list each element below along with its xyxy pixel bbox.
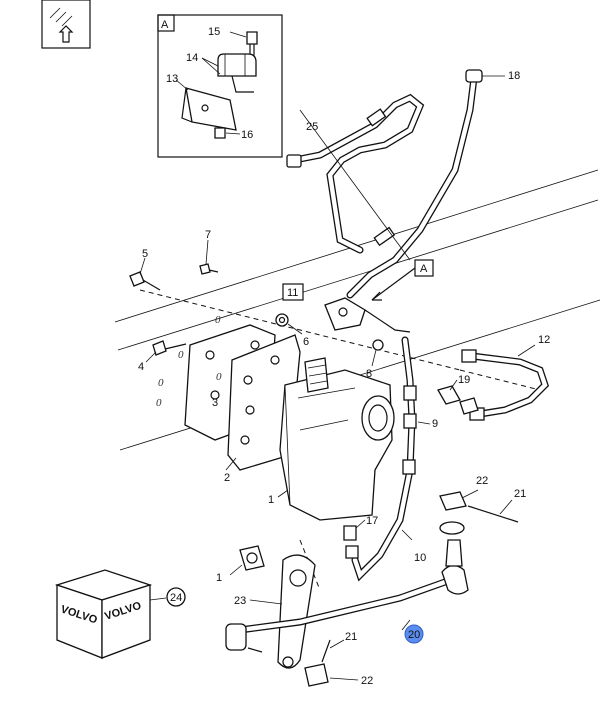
callout-9: 9 (432, 418, 438, 430)
callout-18: 18 (508, 70, 520, 82)
callout-4: 4 (138, 361, 144, 373)
lower-fasteners: 22 21 21 22 (304, 475, 526, 687)
callout-box-11 (282, 283, 304, 301)
callout-21a: 21 (514, 488, 526, 500)
fitting-19: 19 (437, 374, 479, 415)
callout-8: 8 (366, 368, 372, 380)
callout-3: 3 (212, 397, 218, 409)
pitman-arm: 1 23 (216, 545, 316, 669)
bracket-mark-3: 0 (158, 377, 164, 389)
callout-16: 16 (241, 129, 253, 141)
pipe-12: 12 (461, 334, 550, 421)
callout-25: 25 (306, 121, 318, 133)
callout-12: 12 (538, 334, 550, 346)
callout-2: 2 (224, 472, 230, 484)
inset-tag: A (161, 19, 169, 31)
callout-24: 24 (170, 592, 182, 604)
drag-link: 20 (225, 564, 469, 653)
detail-ref: A (420, 263, 428, 275)
callout-14: 14 (186, 52, 198, 64)
bracket-mark-5: 0 (216, 371, 222, 383)
callout-22a: 22 (476, 475, 488, 487)
callout-17: 17 (366, 515, 378, 527)
callout-20-highlight (404, 624, 424, 644)
bracket-mark-4: 0 (156, 397, 162, 409)
detail-inset: A 15 14 13 16 (157, 14, 283, 158)
pipe-clamp: 11 A (282, 259, 434, 333)
callout-5: 5 (142, 248, 148, 260)
callout-7: 7 (205, 229, 211, 241)
callout-21b: 21 (345, 631, 357, 643)
mounting-brackets: 2 3 0 0 0 0 0 (156, 314, 301, 484)
bracket-mark-1: 0 (215, 314, 221, 326)
callout-22b: 22 (361, 675, 373, 687)
bracket-mark-2: 0 (178, 349, 184, 361)
document-arrow-icon[interactable] (41, 0, 91, 49)
volvo-parts-box: VOLVO VOLVO 24 (54, 569, 186, 659)
callout-1b: 1 (216, 572, 222, 584)
upper-pipe-assembly: 25 18 (286, 69, 520, 299)
callout-1a: 1 (268, 494, 274, 506)
callout-13: 13 (166, 73, 178, 85)
pipe-10: 9 10 (351, 336, 438, 582)
callout-6: 6 (303, 336, 309, 348)
callout-19: 19 (458, 374, 470, 386)
callout-10: 10 (414, 552, 426, 564)
steering-gear: 1 17 (268, 357, 395, 559)
callout-20: 20 (408, 629, 420, 641)
callout-15: 15 (208, 26, 220, 38)
callout-23: 23 (234, 595, 246, 607)
fasteners: 5 7 4 6 8 (129, 229, 384, 380)
callout-11: 11 (287, 287, 298, 299)
